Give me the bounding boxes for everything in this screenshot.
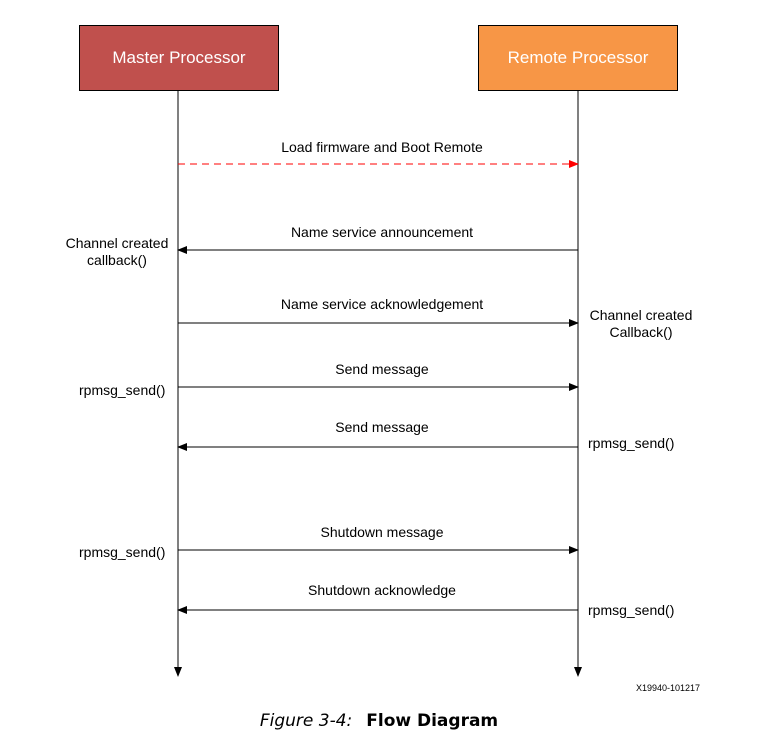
message-label-load-firmware: Load firmware and Boot Remote <box>281 139 483 155</box>
figure-id: X19940-101217 <box>636 683 701 693</box>
master-rpmsg-send-2-label: rpmsg_send() <box>79 544 166 560</box>
message-label-name-service-announcement: Name service announcement <box>290 224 474 240</box>
remote-rpmsg-send-1-label: rpmsg_send() <box>588 435 675 451</box>
caption-number: Figure 3-4: <box>259 711 353 731</box>
master-rpmsg-send-1-label: rpmsg_send() <box>79 382 166 398</box>
remote-processor-label: Remote Processor <box>507 48 649 67</box>
sequence-diagram: Master Processor Remote Processor Load f… <box>65 25 701 693</box>
message-label-shutdown-acknowledge: Shutdown acknowledge <box>308 582 456 598</box>
diagram-lines <box>174 91 582 677</box>
master-processor-label: Master Processor <box>112 48 246 67</box>
caption-title: Flow Diagram <box>366 711 499 731</box>
message-label-send-message-1: Send message <box>335 361 429 377</box>
message-label-name-service-acknowledgement: Name service acknowledgement <box>280 296 484 312</box>
master-processor-box: Master Processor <box>79 25 279 91</box>
figure-caption: Figure 3-4: Flow Diagram <box>0 711 758 731</box>
master-channel-created-label: Channel created callback() <box>65 235 169 268</box>
remote-channel-created-label: Channel created Callback() <box>589 307 693 340</box>
message-label-send-message-2: Send message <box>335 419 429 435</box>
remote-processor-box: Remote Processor <box>478 25 678 91</box>
remote-rpmsg-send-2-label: rpmsg_send() <box>588 602 675 618</box>
message-label-shutdown-message: Shutdown message <box>320 524 444 540</box>
